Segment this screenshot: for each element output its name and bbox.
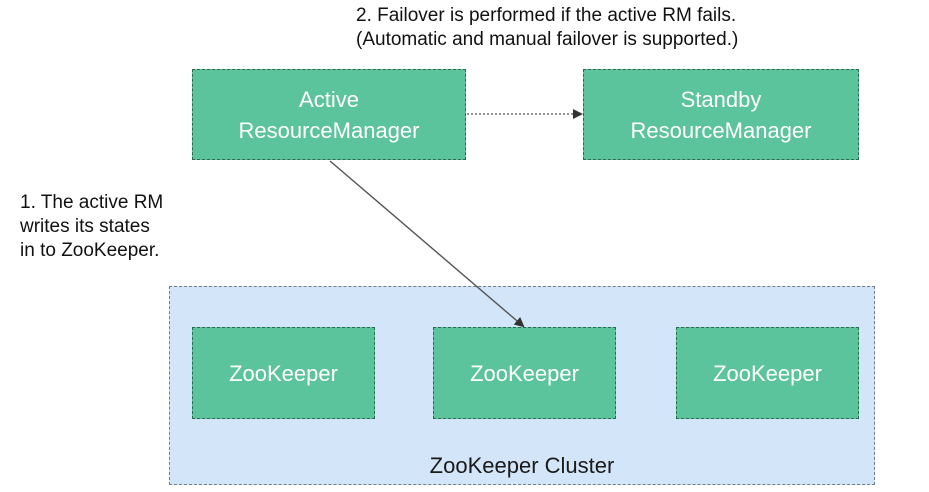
standby-resourcemanager-node: Standby ResourceManager xyxy=(583,69,859,160)
failover-note: 2. Failover is performed if the active R… xyxy=(356,4,738,52)
active-node-label-line-2: ResourceManager xyxy=(238,117,420,143)
active-resourcemanager-node: Active ResourceManager xyxy=(192,69,466,160)
standby-node-label-line-1: Standby xyxy=(680,86,762,112)
zookeeper-cluster-label: ZooKeeper Cluster xyxy=(429,453,615,478)
writes-note-line-1: 1. The active RM xyxy=(20,192,164,213)
zookeeper-node-3: ZooKeeper xyxy=(676,327,859,419)
zookeeper-node-label: ZooKeeper xyxy=(470,360,579,386)
zookeeper-node-2: ZooKeeper xyxy=(433,327,616,419)
writes-note-line-2: writes its states xyxy=(20,216,150,237)
zookeeper-node-label: ZooKeeper xyxy=(229,360,338,386)
failover-note-line-1: 2. Failover is performed if the active R… xyxy=(356,5,737,26)
writes-note-line-3: in to ZooKeeper. xyxy=(20,240,160,261)
writes-states-note: 1. The active RM writes its states in to… xyxy=(20,191,163,263)
active-node-label-line-1: Active xyxy=(299,86,359,112)
standby-node-label-line-2: ResourceManager xyxy=(630,117,812,143)
zookeeper-node-1: ZooKeeper xyxy=(192,327,375,419)
zookeeper-node-label: ZooKeeper xyxy=(713,360,822,386)
failover-note-line-2: (Automatic and manual failover is suppor… xyxy=(356,29,739,50)
